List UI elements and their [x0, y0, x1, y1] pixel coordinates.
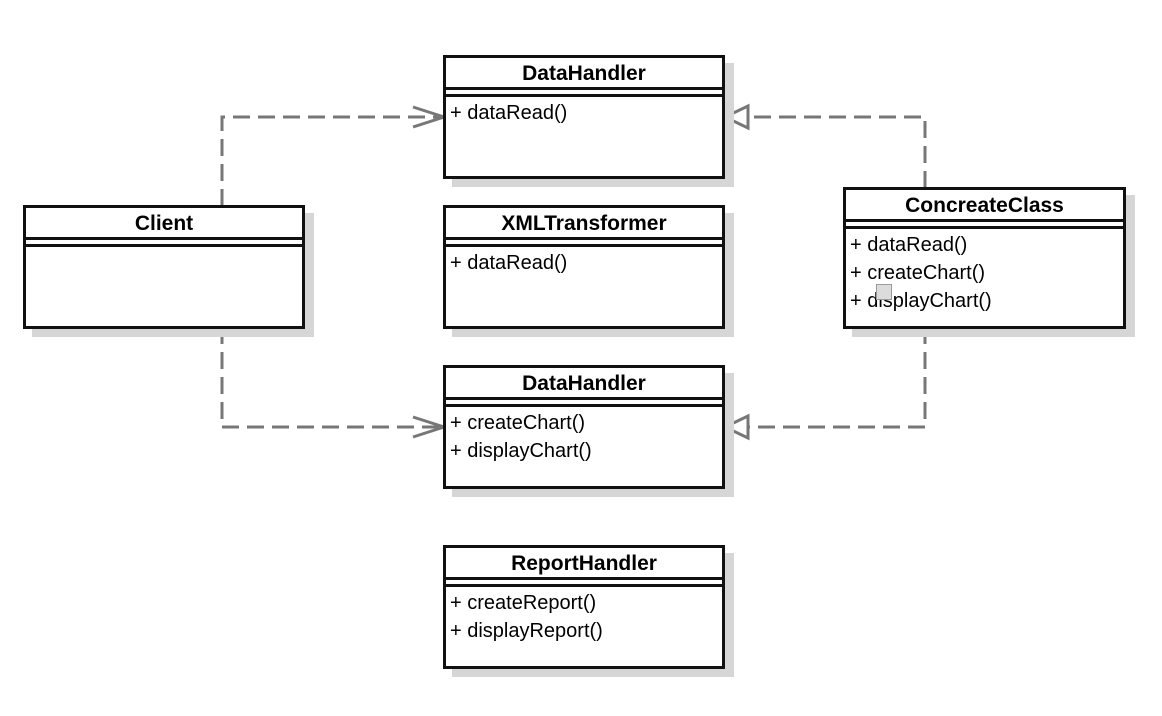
- operations-compartment: + createReport() + displayReport(): [446, 587, 722, 645]
- attributes-compartment: [446, 90, 722, 97]
- operations-compartment: + dataRead(): [446, 97, 722, 127]
- attributes-compartment: [26, 240, 302, 247]
- class-name: DataHandler: [446, 368, 722, 400]
- operations-compartment: + dataRead(): [446, 247, 722, 277]
- operation: + displayChart(): [450, 440, 592, 462]
- operations-compartment: [26, 247, 302, 249]
- class-concreteclass[interactable]: ConcreateClass + dataRead() + createChar…: [843, 187, 1126, 329]
- class-name: Client: [26, 208, 302, 240]
- operation: + displayReport(): [450, 620, 603, 642]
- class-name: DataHandler: [446, 58, 722, 90]
- realization-concreteclass-to-datahandler-read: [748, 115, 927, 188]
- operation: + dataRead(): [450, 252, 568, 274]
- operation: + createChart(): [450, 412, 586, 434]
- attributes-compartment: [446, 240, 722, 247]
- operations-compartment: + dataRead() + createChart() + displayCh…: [846, 229, 1123, 315]
- class-xmltransformer[interactable]: XMLTransformer + dataRead(): [443, 205, 725, 329]
- attributes-compartment: [846, 222, 1123, 229]
- class-name: ConcreateClass: [846, 190, 1123, 222]
- class-client[interactable]: Client: [23, 205, 305, 329]
- operation: + dataRead(): [850, 234, 968, 256]
- realization-triangle-bottom: [721, 413, 750, 441]
- class-name: XMLTransformer: [446, 208, 722, 240]
- dependency-client-to-datahandler-read: [220, 115, 444, 206]
- operation: + dataRead(): [450, 102, 568, 124]
- class-name: ReportHandler: [446, 548, 722, 580]
- realization-concreteclass-to-datahandler-chart: [748, 327, 927, 429]
- attributes-compartment: [446, 400, 722, 407]
- dependency-client-to-datahandler-chart: [220, 327, 444, 429]
- class-datahandler-read[interactable]: DataHandler + dataRead(): [443, 55, 725, 179]
- resize-handle[interactable]: [876, 284, 892, 300]
- attributes-compartment: [446, 580, 722, 587]
- operations-compartment: + createChart() + displayChart(): [446, 407, 722, 465]
- class-reporthandler[interactable]: ReportHandler + createReport() + display…: [443, 545, 725, 669]
- class-datahandler-chart[interactable]: DataHandler + createChart() + displayCha…: [443, 365, 725, 489]
- operation: + createReport(): [450, 592, 597, 614]
- realization-triangle-top: [721, 103, 750, 131]
- operation: + createChart(): [850, 262, 986, 284]
